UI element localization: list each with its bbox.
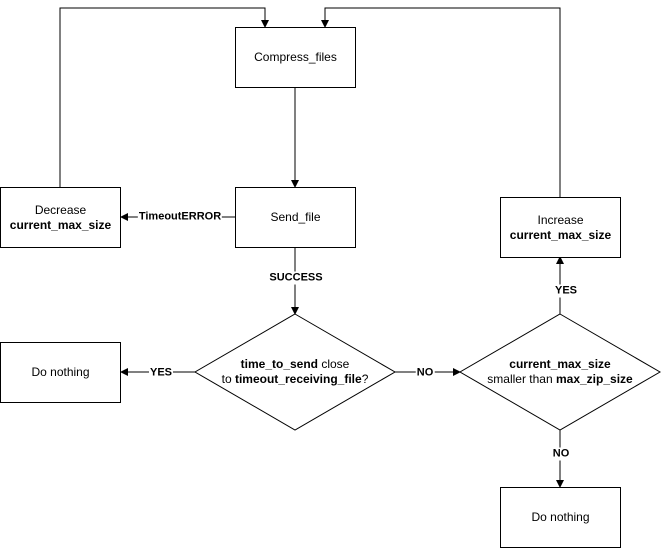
compress-files-box: Compress_files (235, 27, 356, 88)
send-file-box: Send_file (235, 187, 356, 248)
increase-box: Increase current_max_size (500, 197, 621, 258)
edge-decrease-to-compress (59, 7, 269, 187)
decision-size-smaller: smaller than (487, 372, 556, 386)
increase-label: Increase (537, 212, 584, 227)
increase-variable: current_max_size (509, 227, 612, 242)
edge-label-timeout-error: TimeoutERROR (137, 210, 223, 224)
edge-label-yes-up: YES (553, 284, 579, 298)
compress-files-label: Compress_files (254, 50, 337, 64)
decision-time-text: time_to_send close to timeout_receiving_… (222, 357, 369, 387)
decision-time-to: to (221, 372, 235, 386)
decrease-box: Decrease current_max_size (0, 187, 121, 248)
time-to-send-var: time_to_send (240, 357, 318, 371)
do-nothing-bottom-box: Do nothing (500, 487, 621, 548)
max-zip-size-var: max_zip_size (555, 372, 633, 386)
decision-size-diamond (459, 313, 661, 431)
decrease-variable: current_max_size (9, 217, 112, 232)
decrease-label: Decrease (34, 202, 87, 217)
send-file-label: Send_file (270, 210, 321, 224)
edge-label-yes-left: YES (148, 366, 174, 380)
decision-time-diamond (194, 313, 396, 431)
decision-time-question: ? (361, 372, 369, 386)
do-nothing-bottom-label: Do nothing (531, 510, 590, 524)
edge-label-no-down: NO (551, 447, 571, 461)
do-nothing-left-box: Do nothing (0, 342, 121, 403)
edge-label-no-right: NO (415, 366, 435, 380)
decision-size-text: current_max_size smaller than max_zip_si… (487, 357, 632, 387)
edge-increase-to-compress (321, 7, 561, 197)
decision-time-close: close (318, 357, 350, 371)
do-nothing-left-label: Do nothing (31, 365, 90, 379)
edge-label-success: SUCCESS (268, 271, 324, 285)
timeout-receiving-var: timeout_receiving_file (234, 372, 362, 386)
current-max-size-var: current_max_size (509, 357, 611, 371)
